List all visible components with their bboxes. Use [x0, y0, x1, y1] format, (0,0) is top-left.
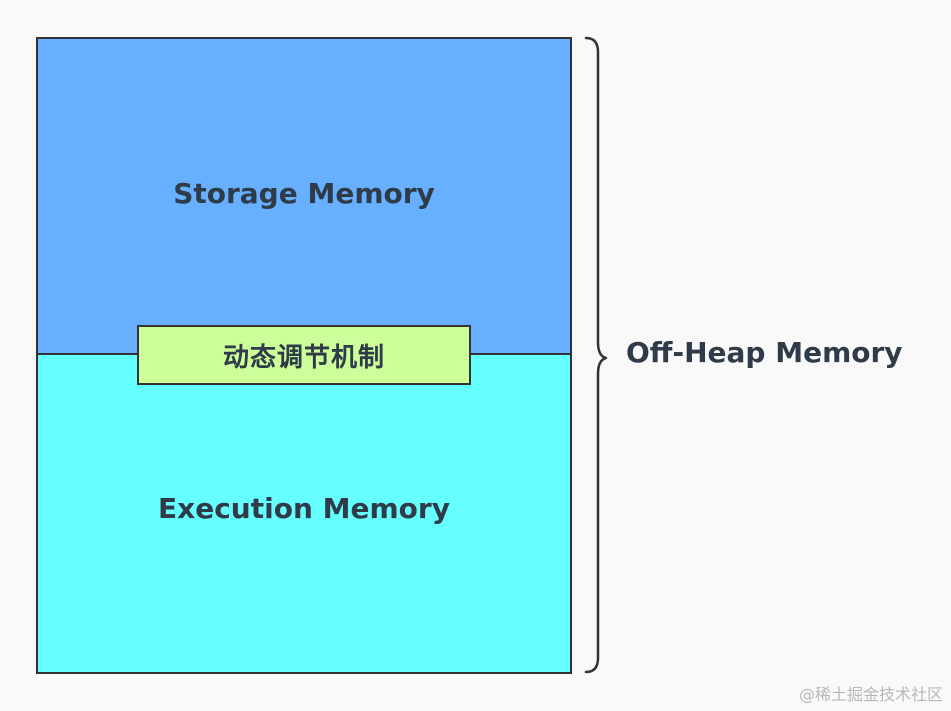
- watermark: @稀土掘金技术社区: [798, 685, 943, 704]
- execution-memory-label: Execution Memory: [158, 492, 450, 525]
- off-heap-memory-label: Off-Heap Memory: [626, 336, 903, 369]
- dynamic-adjustment-label: 动态调节机制: [222, 342, 385, 373]
- dynamic-adjustment-box: 动态调节机制: [137, 325, 471, 385]
- storage-memory-label: Storage Memory: [173, 176, 435, 210]
- storage-memory-region: Storage Memory: [38, 39, 570, 355]
- off-heap-memory-block: Storage Memory Execution Memory: [36, 37, 572, 674]
- execution-memory-region: Execution Memory: [38, 355, 570, 672]
- curly-brace-icon: [584, 36, 608, 674]
